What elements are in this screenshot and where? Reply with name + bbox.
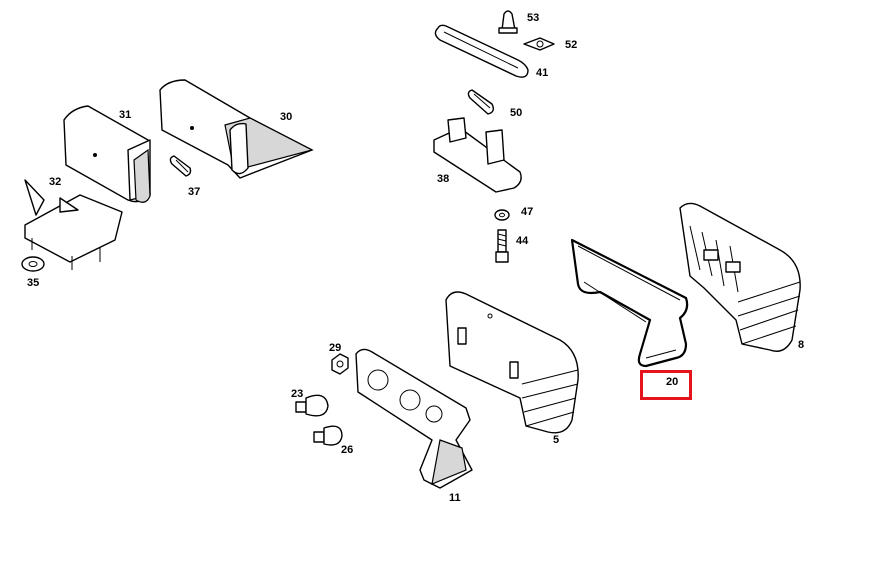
label-35: 35: [27, 277, 40, 289]
part-30-housing: [159, 79, 314, 179]
label-44: 44: [516, 235, 529, 247]
label-50: 50: [510, 107, 523, 119]
label-29: 29: [329, 342, 342, 354]
part-5-lamp-lens: [445, 291, 579, 434]
part-47-washer: [494, 209, 510, 221]
part-26-bulb: [313, 425, 343, 446]
label-26: 26: [341, 444, 354, 456]
part-29-nut: [331, 353, 349, 375]
part-37-bulb: [169, 155, 192, 177]
part-11-lamp-carrier: [355, 348, 473, 489]
label-11: 11: [449, 492, 461, 504]
highlight-box-20: [640, 370, 692, 400]
label-53: 53: [527, 12, 540, 24]
label-52: 52: [565, 39, 578, 51]
part-23-bulb: [295, 394, 329, 417]
part-38-bulb-holder: [433, 117, 522, 193]
part-31-housing: [63, 105, 151, 203]
part-52-clip-nut: [523, 37, 555, 51]
part-50-bulb: [467, 89, 495, 115]
label-5: 5: [553, 434, 560, 446]
label-32: 32: [49, 176, 62, 188]
part-8-tail-lamp: [679, 202, 801, 352]
part-53-clip: [498, 10, 518, 34]
part-35-washer: [21, 256, 45, 272]
label-47: 47: [521, 206, 534, 218]
label-41: 41: [536, 67, 549, 79]
part-44-screw: [495, 229, 509, 263]
label-20: 20: [666, 376, 679, 388]
label-31: 31: [119, 109, 132, 121]
label-30: 30: [280, 111, 293, 123]
part-41-gasket: [434, 24, 529, 78]
label-23: 23: [291, 388, 304, 400]
label-37: 37: [188, 186, 201, 198]
label-38: 38: [437, 173, 450, 185]
label-8: 8: [798, 339, 805, 351]
part-20-gasket: [570, 238, 689, 368]
part-32-socket-plate: [24, 179, 123, 270]
